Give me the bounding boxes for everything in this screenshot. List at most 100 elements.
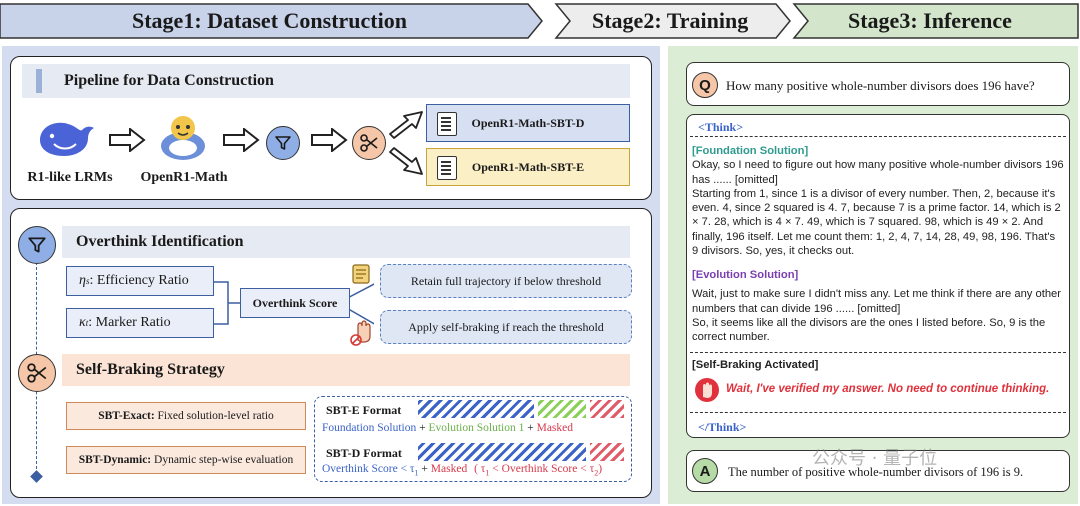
evolution-heading: [Evolution Solution] (692, 269, 799, 281)
flow-arrow-icon (311, 128, 348, 152)
output-sbt-d-box: OpenR1-Math-SBT-D (426, 104, 630, 142)
filter-icon (28, 237, 46, 253)
d-range-sub2: 2 (594, 468, 599, 478)
scissors-icon (360, 134, 378, 152)
apply-rule-box: Apply self-braking if reach the threshol… (380, 310, 632, 344)
sbt-d-format-title: SBT-D Format (326, 446, 402, 460)
e-evolution-stripe (538, 400, 586, 418)
e-foundation-label: Foundation Solution (322, 422, 417, 434)
output-sbt-e-box: OpenR1-Math-SBT-E (426, 148, 630, 186)
scissors-icon (27, 363, 47, 383)
evolution-paragraph-1: Wait, just to make sure I didn't miss an… (692, 288, 1061, 315)
evolution-paragraph-2: So, it seems like all the divisors are t… (692, 316, 1046, 344)
answer-text: The number of positive whole-number divi… (728, 465, 1024, 479)
dataset-label: OpenR1-Math (140, 170, 228, 185)
strategy-step-badge (18, 354, 56, 392)
watermark: 公众号 · 量子位 (812, 448, 938, 469)
d-range-open: ( τ (474, 463, 486, 475)
question-text: How many positive whole-number divisors … (726, 78, 1035, 93)
marker-text: : Marker Ratio (88, 315, 171, 330)
openr1-mascot-icon (161, 116, 205, 160)
branch-arrows (389, 111, 423, 175)
e-evolution-label: Evolution Solution 1 (428, 422, 525, 434)
think-open-tag: <Think> (698, 120, 744, 134)
pipeline-header: Pipeline for Data Construction (22, 64, 630, 98)
e-masked-label: Masked (536, 422, 574, 434)
efficiency-symbol: η (79, 273, 86, 288)
overthink-score-label: Overthink Score (252, 295, 338, 310)
output-sbt-e-label: OpenR1-Math-SBT-E (471, 159, 585, 174)
d-masked-stripe (590, 443, 624, 461)
overthink-title: Overthink Identification (76, 233, 244, 250)
foundation-paragraph-1: Okay, so I need to figure out how many p… (692, 159, 1064, 186)
strategy-header: Self-Braking Strategy (62, 354, 630, 386)
think-divider-bottom (690, 412, 1066, 413)
d-range-sub1: 1 (485, 468, 490, 478)
braking-text: Wait, I've verified my answer. No need t… (726, 383, 1050, 395)
stop-hand-icon (350, 320, 371, 346)
flow-arrow-icon (109, 128, 146, 152)
sbt-exact-box: SBT-Exact: Fixed solution-level ratio (66, 402, 306, 430)
sbt-dynamic-desc: Dynamic step-wise evaluation (151, 454, 294, 466)
question-badge: Q (692, 72, 718, 98)
efficiency-subscript: s (85, 276, 90, 286)
efficiency-text: : Efficiency Ratio (89, 273, 189, 288)
d-underthink-label: Overthink Score < τ (322, 463, 415, 475)
think-divider-mid (690, 352, 1066, 353)
whale-logo-icon (40, 122, 94, 156)
d-tau1-subscript: 1 (414, 468, 419, 478)
sbt-exact-desc: Fixed solution-level ratio (154, 410, 274, 422)
sbt-dynamic-box: SBT-Dynamic: Dynamic step-wise evaluatio… (66, 446, 306, 474)
overthink-header: Overthink Identification (62, 226, 630, 258)
evolution-block: [Evolution Solution] Wait, just to make … (692, 268, 1064, 344)
document-icon (437, 112, 457, 136)
pipeline-title: Pipeline for Data Construction (64, 72, 274, 89)
sbt-exact-name: SBT-Exact: (98, 410, 155, 422)
retain-rule-box: Retain full trajectory if below threshol… (380, 264, 632, 298)
scroll-icon (352, 264, 370, 284)
foundation-heading: [Foundation Solution] (692, 145, 809, 157)
stage3-label: Stage3: Inference (848, 8, 1012, 33)
d-range-close: ) (598, 463, 603, 475)
d-underthink-stripe (418, 443, 586, 461)
question-box (686, 62, 1070, 106)
filter-step (266, 126, 300, 160)
d-range-mid: < Overthink Score < τ (489, 463, 595, 475)
braking-heading: [Self-Braking Activated] (692, 359, 819, 371)
strategy-title: Self-Braking Strategy (76, 361, 225, 378)
sbt-dynamic-name: SBT-Dynamic: (78, 454, 152, 466)
retain-rule-text: Retain full trajectory if below threshol… (410, 273, 602, 288)
answer-badge: A (692, 458, 718, 484)
stage-banner (0, 3, 1079, 39)
overthink-step-badge (18, 226, 56, 264)
format-box (314, 396, 632, 482)
stage3-arrow (792, 3, 1079, 39)
marker-symbol: κ (79, 315, 86, 330)
stop-hand-icon (695, 378, 719, 402)
flow-arrow-icon (223, 128, 260, 152)
e-plus-1: + (416, 422, 429, 434)
source-label: R1-like LRMs (27, 170, 113, 185)
marker-subscript: t (85, 318, 89, 328)
header-accent-bar (36, 69, 42, 93)
foundation-paragraph-2: Starting from 1, since 1 is a divisor of… (692, 187, 1061, 258)
e-masked-stripe (590, 400, 624, 418)
e-plus-2: + (524, 422, 537, 434)
overthink-score-box: Overthink Score (240, 288, 350, 318)
stage2-label: Stage2: Training (592, 8, 749, 33)
think-divider-top (690, 136, 1066, 137)
stage1-arrow (0, 3, 543, 39)
sbt-e-format-title: SBT-E Format (326, 403, 402, 417)
d-plus: + (418, 463, 431, 475)
document-icon (437, 156, 457, 180)
sbt-d-format-legend: Overthink Score < τ1 + Masked ( τ1 < Ove… (322, 463, 602, 477)
think-box (686, 114, 1070, 438)
apply-rule-text: Apply self-braking if reach the threshol… (408, 319, 604, 334)
answer-box (686, 450, 1070, 492)
e-foundation-stripe (418, 400, 534, 418)
scissors-step (352, 126, 386, 160)
filter-icon (275, 136, 291, 150)
sbt-e-format-legend: Foundation Solution + Evolution Solution… (322, 422, 573, 434)
